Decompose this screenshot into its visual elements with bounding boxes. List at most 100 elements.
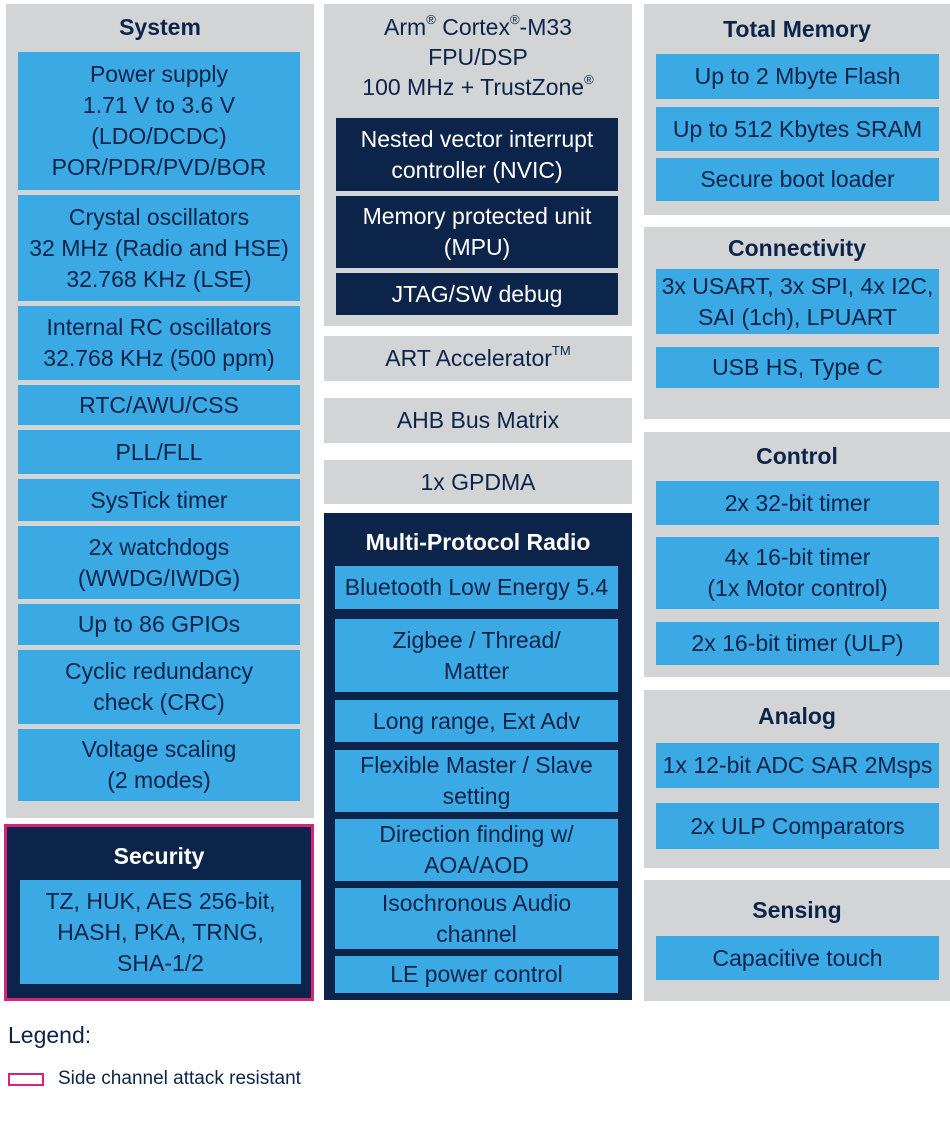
block-line: (1x Motor control)	[707, 575, 888, 601]
radio-title: Multi-Protocol Radio	[365, 529, 591, 555]
block-zigbee-thread-matter: Zigbee / Thread/Matter	[335, 619, 618, 692]
block-flash: Up to 2 Mbyte Flash	[656, 54, 939, 99]
block-line: Secure boot loader	[700, 166, 895, 192]
security-title: Security	[113, 843, 205, 869]
security-panel: Security TZ, HUK, AES 256-bit, HASH, PKA,…	[4, 824, 314, 1001]
core-trademark-1: ®	[426, 12, 436, 28]
gpdma-panel: 1x GPDMA	[324, 460, 632, 504]
block-line: Up to 512 Kbytes SRAM	[672, 115, 923, 142]
block-line: controller (NVIC)	[391, 156, 563, 183]
analog-title: Analog	[758, 703, 836, 729]
block-line: RTC/AWU/CSS	[79, 391, 239, 418]
legend-title: Legend:	[8, 1022, 92, 1048]
art-accelerator-trademark: TM	[551, 343, 571, 359]
block-adc: 1x 12-bit ADC SAR 2Msps	[656, 743, 939, 788]
block-line: setting	[442, 783, 511, 809]
block-line: (2 modes)	[107, 767, 211, 793]
block-long-range: Long range, Ext Adv	[335, 700, 618, 742]
block-line: (LDO/DCDC)	[91, 123, 227, 149]
block-line: Crystal oscillators	[68, 203, 250, 230]
core-title: Arm® Cortex®-M33 FPU/DSP 100 MHz + Trust…	[324, 12, 632, 102]
block-line: Bluetooth Low Energy 5.4	[344, 574, 609, 600]
block-line: 2x watchdogs	[88, 533, 230, 560]
block-pll-fll: PLL/FLL	[18, 430, 300, 474]
legend-swatch-icon	[8, 1072, 44, 1086]
block-line: AOA/AOD	[424, 852, 529, 878]
block-usb: USB HS, Type C	[656, 347, 939, 388]
memory-title: Total Memory	[723, 16, 871, 42]
control-title: Control	[756, 443, 838, 469]
block-line: 4x 16-bit timer	[724, 544, 871, 570]
block-direction-finding: Direction finding w/AOA/AOD	[335, 819, 618, 881]
block-line: HASH, PKA, TRNG,	[57, 918, 264, 945]
connectivity-title: Connectivity	[727, 235, 867, 261]
core-frequency: 100 MHz + TrustZone	[362, 74, 585, 100]
block-line: Nested vector interrupt	[360, 125, 594, 152]
block-16bit-timer: 4x 16-bit timer (1x Motor control)	[656, 537, 939, 609]
memory-panel: Total Memory Up to 2 Mbyte Flash Up to 5…	[644, 4, 950, 215]
legend-item: Side channel attack resistant	[8, 1068, 301, 1090]
block-line: Internal RC oscillators	[46, 314, 272, 340]
block-line: TZ, HUK, AES 256-bit,	[45, 887, 276, 914]
block-line: 2x ULP Comparators	[690, 812, 905, 839]
block-line: 3x USART, 3x SPI, 4x I2C,	[661, 272, 934, 299]
block-line: USB HS, Type C	[712, 354, 883, 380]
block-line: Matter	[443, 657, 510, 684]
block-capacitive-touch: Capacitive touch	[656, 936, 939, 980]
block-line: Up to 86 GPIOs	[77, 611, 241, 637]
core-trademark-2: ®	[509, 12, 520, 28]
block-line: SysTick timer	[90, 486, 228, 513]
block-rtc-awu-css: RTC/AWU/CSS	[18, 385, 300, 425]
block-line: Isochronous Audio	[381, 889, 572, 916]
block-nvic: Nested vector interrupt controller (NVIC)	[336, 118, 618, 191]
block-security-features: TZ, HUK, AES 256-bit, HASH, PKA, TRNG, SHA…	[20, 880, 301, 984]
block-line: Zigbee / Thread/	[392, 626, 561, 653]
sensing-panel: Sensing Capacitive touch	[644, 880, 950, 1001]
block-ulp-comparators: 2x ULP Comparators	[656, 803, 939, 849]
core-brand: Arm	[384, 14, 427, 40]
block-line: Capacitive touch	[712, 944, 883, 971]
block-voltage-scaling: Voltage scaling(2 modes)	[18, 729, 300, 801]
block-line: Long range, Ext Adv	[372, 707, 581, 734]
block-line: channel	[436, 920, 517, 947]
gpdma-label: 1x GPDMA	[420, 468, 536, 495]
block-crc: Cyclic redundancy check (CRC)	[18, 650, 300, 724]
block-line: SAI (1ch), LPUART	[698, 303, 897, 330]
art-accelerator-panel: ART AcceleratorTM	[324, 336, 632, 381]
radio-panel: Multi-Protocol Radio Bluetooth Low Energ…	[324, 513, 632, 1000]
block-jtag-sw-debug: JTAG/SW debug	[336, 273, 618, 315]
block-line: Direction finding w/	[379, 821, 574, 847]
block-secure-boot-loader: Secure boot loader	[656, 158, 939, 201]
core-fpu-dsp: FPU/DSP	[428, 44, 528, 70]
control-panel: Control 2x 32-bit timer 4x 16-bit timer(…	[644, 432, 950, 677]
block-line: SHA-1/2	[117, 949, 204, 976]
block-16bit-timer-ulp: 2x 16-bit timer (ULP)	[656, 622, 939, 665]
block-internal-rc-oscillators: Internal RC oscillators 32.768 KHz (500 p…	[18, 306, 300, 380]
core-panel: Arm® Cortex®-M33 FPU/DSP 100 MHz + Trust…	[324, 4, 632, 326]
block-line: check (CRC)	[93, 689, 225, 715]
block-line: Cyclic redundancy	[65, 658, 253, 684]
block-line: Flexible Master / Slave	[360, 752, 593, 778]
core-family: Cortex	[435, 14, 510, 40]
block-le-power-control: LE power control	[335, 956, 618, 993]
block-line: LE power control	[390, 961, 563, 987]
block-line: PLL/FLL	[115, 438, 203, 465]
block-line: 1x 12-bit ADC SAR 2Msps	[662, 752, 933, 778]
block-line: Up to 2 Mbyte Flash	[694, 63, 901, 89]
block-systick-timer: SysTick timer	[18, 479, 300, 521]
block-mpu: Memory protected unit(MPU)	[336, 196, 618, 268]
sensing-title: Sensing	[752, 897, 842, 923]
block-line: POR/PDR/PVD/BOR	[51, 154, 267, 180]
block-line: Memory protected unit	[362, 203, 592, 229]
block-serial-interfaces: 3x USART, 3x SPI, 4x I2C, SAI (1ch), LPUA…	[656, 269, 939, 334]
block-line: 32.768 KHz (500 ppm)	[43, 345, 275, 371]
core-trademark-3: ®	[584, 72, 594, 88]
system-title: System	[119, 14, 201, 40]
legend-text: Side channel attack resistant	[58, 1068, 301, 1089]
block-line: JTAG/SW debug	[391, 280, 563, 307]
block-isochronous-audio: Isochronous Audio channel	[335, 888, 618, 949]
block-gpios: Up to 86 GPIOs	[18, 604, 300, 645]
